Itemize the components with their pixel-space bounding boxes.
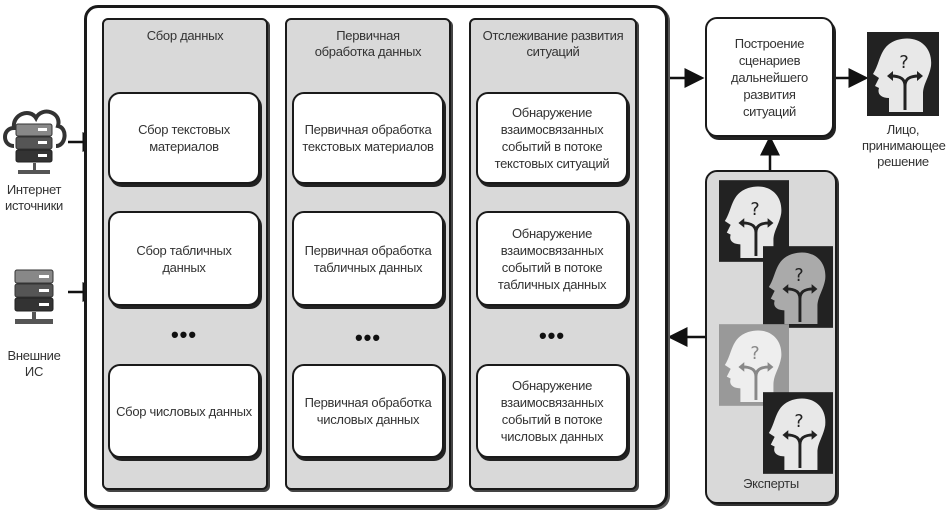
decision-maker: ? Лицо, принимающее решение	[858, 32, 948, 192]
node-build-scenarios[interactable]: Построение сценариев дальнейшего развити…	[705, 17, 834, 137]
ellipsis: •••	[538, 323, 566, 348]
source-internet: Интернет источники	[0, 96, 68, 226]
head-decision-icon: ?	[867, 32, 939, 116]
source-label: Внешние	[7, 348, 61, 363]
node-process-text[interactable]: Первичная обработка текстовых материалов	[292, 92, 444, 184]
svg-text:?: ?	[794, 266, 803, 286]
expert-head-icon: ?	[763, 244, 833, 335]
column-title: Сбор данных	[146, 28, 224, 43]
ellipsis: •••	[354, 325, 382, 350]
node-detect-text[interactable]: Обнаружение взаимосвязанных событий в по…	[476, 92, 628, 184]
node-collect-text[interactable]: Сбор текстовых материалов	[108, 92, 260, 184]
source-label: источники	[5, 198, 63, 213]
column-title: Первичная обработка данных	[314, 28, 422, 59]
node-collect-numeric[interactable]: Сбор числовых данных	[108, 364, 260, 458]
column-title: Отслеживание развития ситуаций	[482, 28, 624, 59]
svg-text:?: ?	[750, 200, 759, 220]
experts-label: Эксперты	[743, 476, 799, 491]
svg-text:?: ?	[899, 52, 909, 73]
source-external-is: Внешние ИС	[0, 268, 68, 388]
decision-maker-label: Лицо, принимающее решение	[862, 122, 946, 169]
cloud-server-icon	[3, 109, 67, 174]
server-icon	[14, 269, 54, 324]
svg-text:?: ?	[794, 412, 803, 432]
ellipsis: •••	[170, 322, 198, 347]
node-detect-table[interactable]: Обнаружение взаимосвязанных событий в по…	[476, 211, 628, 306]
experts-group[interactable]: ? ? ? ? Эксперты	[705, 170, 837, 504]
expert-head-icon: ?	[763, 390, 833, 481]
expert-head-icon: ?	[719, 322, 789, 413]
node-collect-table[interactable]: Сбор табличных данных	[108, 211, 260, 306]
svg-text:?: ?	[750, 344, 759, 364]
node-process-numeric[interactable]: Первичная обработка числовых данных	[292, 364, 444, 458]
node-process-table[interactable]: Первичная обработка табличных данных	[292, 211, 444, 306]
source-label: Интернет	[6, 182, 62, 197]
node-detect-numeric[interactable]: Обнаружение взаимосвязанных событий в по…	[476, 364, 628, 458]
source-label: ИС	[24, 364, 44, 379]
